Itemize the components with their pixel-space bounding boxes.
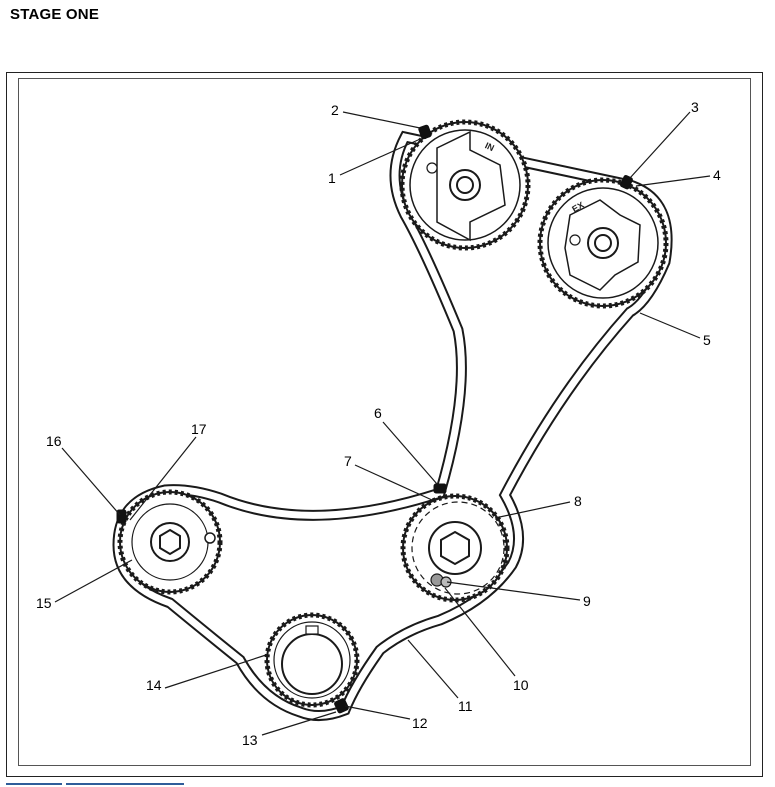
callout-5: 5 [703,332,711,348]
intake-cam-sprocket [399,119,531,251]
callout-3: 3 [691,99,699,115]
callout-16: 16 [46,433,62,449]
figure-frame [6,72,763,777]
intake-cam-label: IN [483,140,495,153]
callout-12: 12 [412,715,428,731]
timing-belt [112,130,673,721]
callout-labels: 1 2 3 4 5 6 7 8 9 10 11 12 13 14 15 16 1… [36,99,721,748]
footer-accent-bar-right [66,783,184,785]
leader-lines [54,111,711,736]
footer-accent-bar-left [6,783,62,785]
callout-1: 1 [328,170,336,186]
idler-sprocket [117,489,223,595]
callout-14: 14 [146,677,162,693]
callout-15: 15 [36,595,52,611]
callout-6: 6 [374,405,382,421]
callout-13: 13 [242,732,258,748]
callout-9: 9 [583,593,591,609]
tensioner-sprocket [400,493,510,603]
callout-8: 8 [574,493,582,509]
crankshaft-sprocket [264,612,360,708]
callout-10: 10 [513,677,529,693]
callout-2: 2 [331,102,339,118]
callout-11: 11 [458,698,473,714]
page-title: STAGE ONE [10,6,100,23]
callout-4: 4 [713,167,721,183]
exhaust-cam-sprocket [537,177,669,309]
belt-marks [116,124,633,714]
callout-7: 7 [344,453,352,469]
callout-17: 17 [191,421,207,437]
